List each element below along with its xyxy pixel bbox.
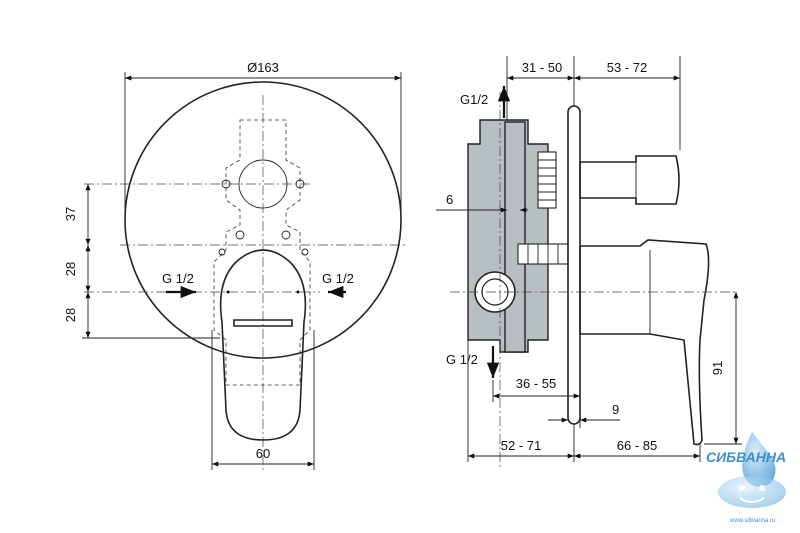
top-outlet-label: G1/2	[460, 92, 488, 107]
dim-66-85-label: 66 - 85	[617, 438, 657, 453]
inwall-frame	[504, 121, 526, 353]
dim-9-label: 9	[612, 402, 619, 417]
inlet-right-label: G 1/2	[322, 271, 354, 286]
dim-52-71-label: 52 - 71	[501, 438, 541, 453]
front-view: Ø163 37 28 28 G 1/2 G 1/2 60	[63, 60, 408, 470]
diameter-label: Ø163	[247, 60, 279, 75]
dim-28-top-label: 28	[63, 262, 78, 276]
mount-hole-icon	[221, 179, 231, 189]
lever-inner-contour	[233, 319, 293, 327]
dim-36-55-label: 36 - 55	[516, 376, 556, 391]
mount-hole-icon	[295, 179, 305, 189]
brand-name: СИБВАННА	[706, 449, 786, 465]
mounting-screw	[517, 243, 569, 265]
watermark-logo: СИБВАННА www.sibvanna.ru	[706, 432, 786, 524]
dim-91-label: 91	[710, 361, 725, 375]
faceplate-circle	[124, 81, 402, 359]
brand-url: www.sibvanna.ru	[729, 518, 775, 524]
width-label: 60	[256, 446, 270, 461]
mount-hole-icon	[235, 230, 245, 240]
lever-handle	[219, 249, 307, 441]
inlet-left-label: G 1/2	[162, 271, 194, 286]
mount-hole-icon	[281, 230, 291, 240]
bottom-outlet-label: G 1/2	[446, 352, 478, 367]
mount-hole-icon	[218, 248, 226, 256]
water-drop-icon	[742, 432, 776, 487]
side-view: 31 - 50 53 - 72 G1/2 6 G 1/2 36 - 55 9 5…	[436, 56, 742, 470]
dim-6-label: 6	[446, 192, 453, 207]
hidden-valve-body	[213, 119, 311, 386]
cartridge-thread	[537, 151, 557, 209]
mount-hole-icon	[301, 248, 309, 256]
bathtub-icon	[718, 476, 786, 508]
dim-37-label: 37	[63, 207, 78, 221]
faceplate-side	[567, 105, 581, 425]
dim-31-50-label: 31 - 50	[522, 60, 562, 75]
diverter-knob	[579, 155, 680, 205]
lever-side	[579, 239, 710, 446]
outlet-port-circle	[238, 159, 288, 209]
dim-28-bottom-label: 28	[63, 308, 78, 322]
dim-53-72-label: 53 - 72	[607, 60, 647, 75]
